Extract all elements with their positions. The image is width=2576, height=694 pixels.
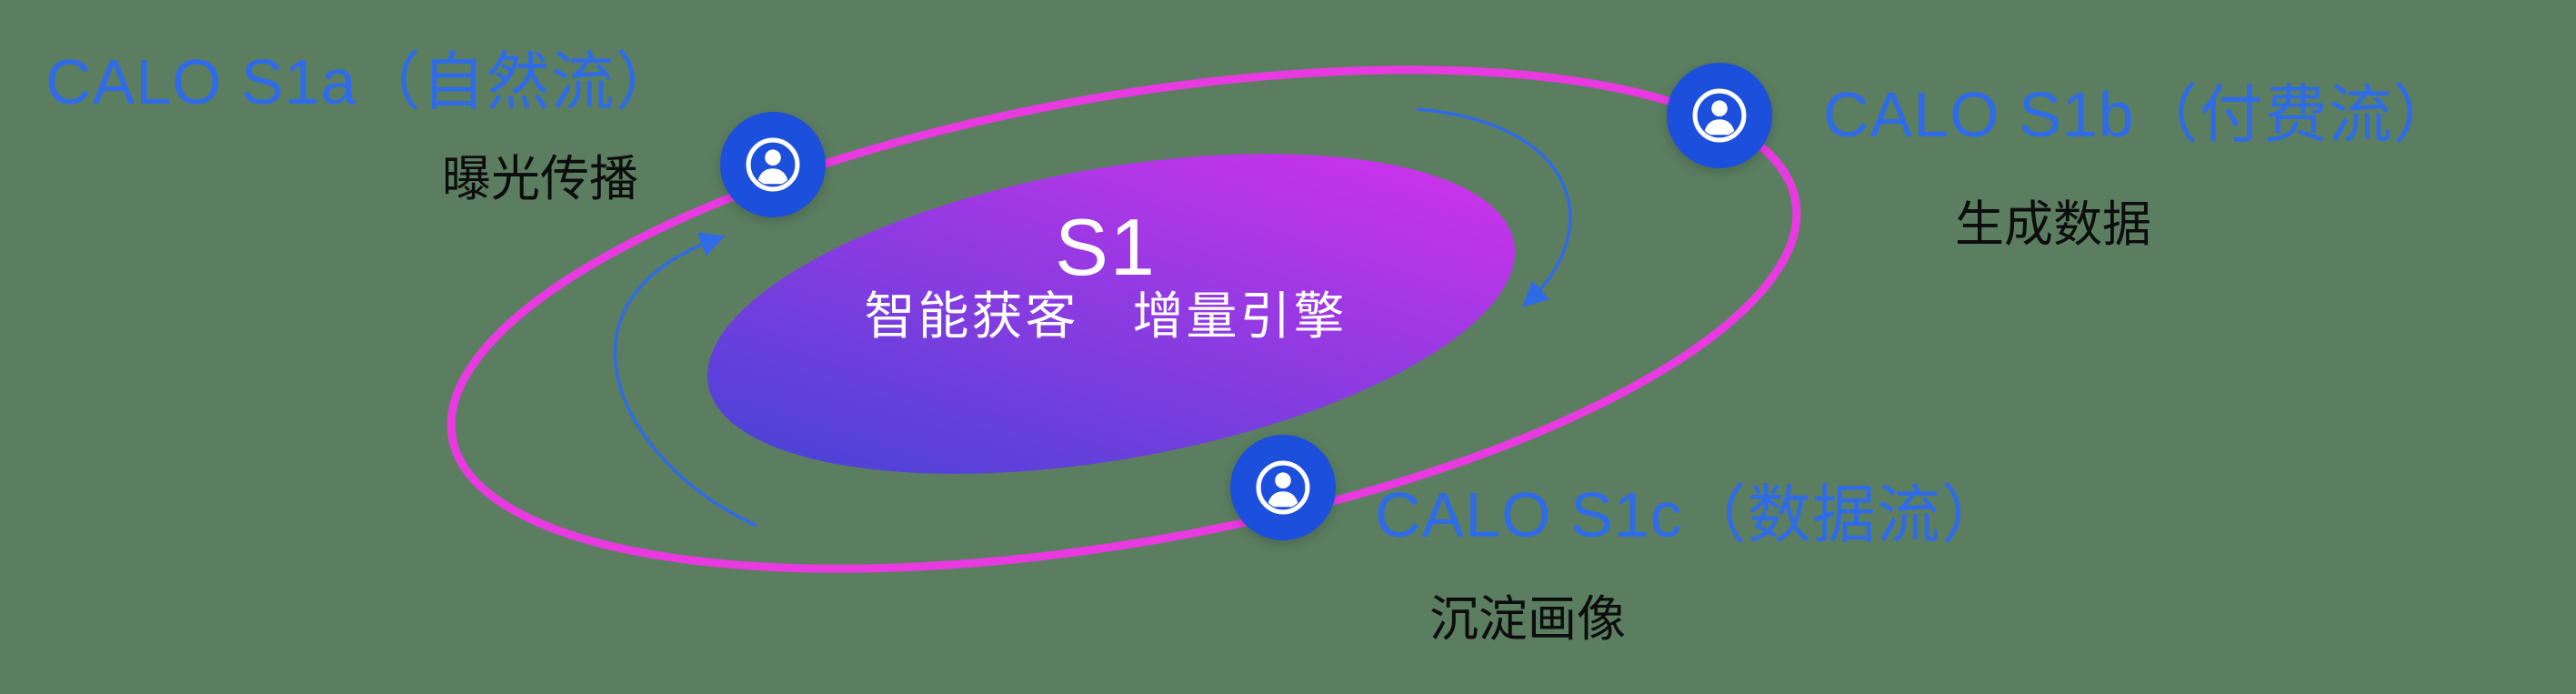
user-icon [1689,85,1750,146]
node-s1c-marker [1230,435,1336,540]
node-s1a-label: CALO S1a（自然流） [45,46,680,117]
core-title: S1 [1055,202,1157,292]
node-s1b-label: CALO S1b（付费流） [1823,79,2458,150]
core-subtitle: 智能获客 增量引擎 [864,287,1348,345]
user-icon [742,134,804,196]
orbit-ring [446,65,1801,573]
user-icon [1252,457,1314,518]
node-s1b-sublabel: 生成数据 [1955,197,2151,252]
node-s1b-marker [1667,63,1772,168]
core-ellipse [707,154,1516,474]
node-s1c-sublabel: 沉淀画像 [1429,592,1626,647]
arrow-right-down [1416,107,1572,307]
node-s1a-marker [720,112,826,217]
arrow-left-up [613,232,757,528]
node-s1c-label: CALO S1c（数据流） [1375,479,2006,550]
node-s1a-sublabel: 曝光传播 [442,152,638,206]
